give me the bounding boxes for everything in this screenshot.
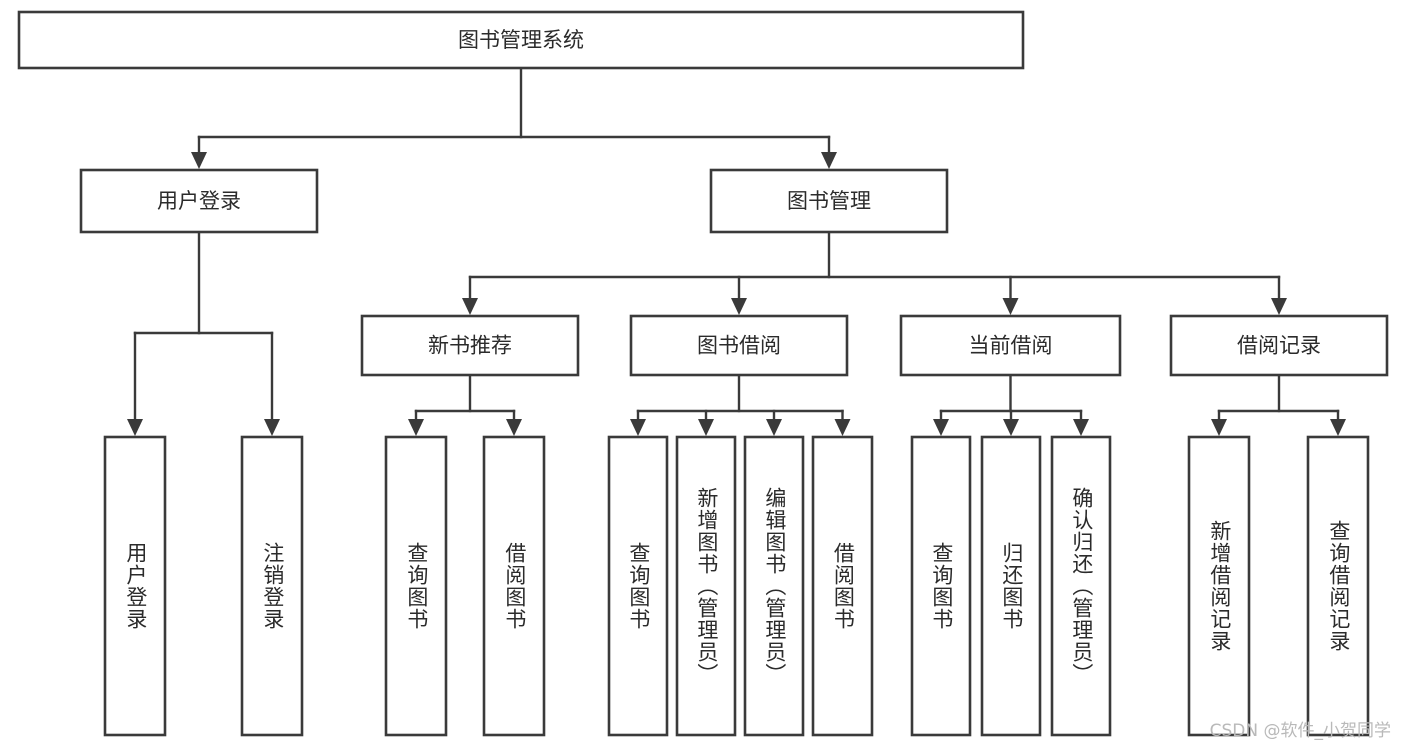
node-label-book-borrow: 图书借阅: [697, 334, 781, 358]
node-label-borrow-record: 借阅记录: [1237, 334, 1321, 358]
node-box-current-borrow[interactable]: [899, 314, 1122, 377]
node-box-leaf-add-record[interactable]: [1187, 435, 1251, 737]
node-box-leaf-logout[interactable]: [240, 435, 304, 737]
node-box-leaf-edit-book[interactable]: [743, 435, 805, 737]
arrow-head-icon: [127, 419, 143, 436]
node-box-borrow-record[interactable]: [1169, 314, 1389, 377]
arrow-head-icon: [766, 419, 782, 436]
arrow-head-icon: [731, 298, 747, 315]
node-box-book-manage[interactable]: [709, 168, 949, 234]
node-box-user-login[interactable]: [79, 168, 319, 234]
node-label-root: 图书管理系统: [458, 28, 584, 52]
node-box-book-borrow[interactable]: [629, 314, 849, 377]
arrow-head-icon: [821, 152, 837, 169]
node-box-root[interactable]: [17, 10, 1025, 70]
arrow-head-icon: [408, 419, 424, 436]
arrow-head-icon: [1073, 419, 1089, 436]
arrow-head-icon: [506, 419, 522, 436]
connector-layer: [127, 66, 1346, 436]
node-box-leaf-borrow-book-2[interactable]: [811, 435, 874, 737]
node-label-new-book-rec: 新书推荐: [428, 334, 512, 358]
arrow-head-icon: [630, 419, 646, 436]
node-box-leaf-user-login[interactable]: [103, 435, 167, 737]
arrow-head-icon: [1271, 298, 1287, 315]
arrow-head-icon: [834, 419, 851, 436]
node-box-leaf-confirm-return[interactable]: [1050, 435, 1112, 737]
node-box-leaf-query-record[interactable]: [1306, 435, 1370, 737]
watermark-text: CSDN @软件_小贺同学: [1209, 721, 1391, 741]
node-box-leaf-borrow-book-1[interactable]: [482, 435, 546, 737]
node-box-leaf-add-book[interactable]: [675, 435, 737, 737]
arrow-head-icon: [1003, 419, 1019, 436]
arrow-head-icon: [1002, 298, 1019, 315]
node-label-user-login: 用户登录: [157, 189, 241, 213]
node-box-leaf-query-book-2[interactable]: [607, 435, 669, 737]
arrow-head-icon: [698, 419, 714, 436]
node-box-layer: [17, 10, 1389, 737]
arrow-head-icon: [933, 419, 949, 436]
node-label-book-manage: 图书管理: [787, 189, 871, 213]
arrow-head-icon: [462, 298, 478, 315]
node-box-new-book-rec[interactable]: [360, 314, 580, 377]
node-box-leaf-return-book[interactable]: [980, 435, 1042, 737]
node-box-leaf-query-book-1[interactable]: [384, 435, 448, 737]
arrow-head-icon: [1330, 419, 1346, 436]
arrow-head-icon: [191, 152, 207, 169]
arrow-head-icon: [1211, 419, 1227, 436]
arrow-head-icon: [264, 419, 280, 436]
node-box-leaf-query-book-3[interactable]: [910, 435, 972, 737]
node-label-current-borrow: 当前借阅: [969, 334, 1053, 358]
